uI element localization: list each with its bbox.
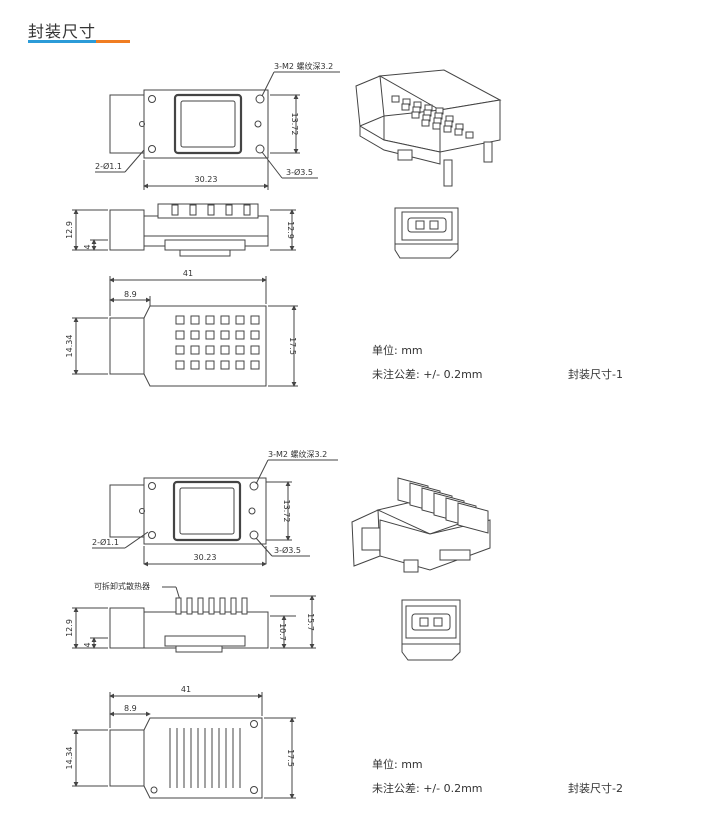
pkg2-height-label: 13.72 bbox=[282, 500, 291, 523]
bump bbox=[190, 315, 200, 325]
pkg2-hole-right-label: 3-Ø3.5 bbox=[274, 545, 301, 555]
pkg1-screw-holes bbox=[139, 94, 265, 154]
pkg1-hole-right-label: 3-Ø3.5 bbox=[286, 167, 313, 177]
pkg1-bottom-h-right-label: 17.5 bbox=[288, 337, 297, 355]
pkg2-hole-left-label: 2-Ø1.1 bbox=[92, 537, 119, 547]
title-underline-orange bbox=[96, 40, 130, 43]
pkg2-offset-label: 8.9 bbox=[124, 704, 137, 713]
fin bbox=[197, 597, 204, 615]
bump bbox=[205, 345, 215, 355]
bump bbox=[250, 315, 260, 325]
pkg1-m2-label: 3-M2 螺纹深3.2 bbox=[274, 61, 333, 71]
pkg2-width-label: 30.23 bbox=[194, 553, 217, 562]
pkg2-length-label: 41 bbox=[181, 685, 191, 694]
fin bbox=[208, 597, 215, 615]
pkg1-length-label: 41 bbox=[183, 269, 193, 278]
pkg1-side-h-small-label: 4 bbox=[83, 244, 92, 249]
bump bbox=[250, 360, 260, 370]
pkg1-unit-note: 单位: mm bbox=[372, 344, 423, 357]
pkg2-unit-note: 单位: mm bbox=[372, 758, 423, 771]
bump bbox=[235, 330, 245, 340]
pkg2-side-fins bbox=[175, 597, 248, 615]
fin bbox=[175, 597, 182, 615]
pkg2-iso-fins bbox=[397, 477, 489, 534]
pkg1-bottom-bumps bbox=[175, 315, 260, 370]
pkg2-bottom-view: 41 8.9 14.34 17.5 bbox=[65, 685, 296, 799]
pkg2-side-view: 可拆卸式散热器 12.9 4 10.7 15.7 bbox=[65, 581, 316, 653]
bump bbox=[235, 315, 245, 325]
bump bbox=[190, 360, 200, 370]
fin bbox=[230, 597, 237, 615]
iso-bump bbox=[411, 111, 420, 119]
bump bbox=[175, 360, 185, 370]
iso-bump bbox=[454, 128, 463, 136]
fin bbox=[241, 597, 248, 615]
pkg2-side-h-right-label: 15.7 bbox=[306, 613, 315, 631]
page-title: 封装尺寸 bbox=[28, 22, 97, 41]
bump bbox=[175, 330, 185, 340]
pkg1-caption: 封装尺寸-1 bbox=[568, 368, 623, 381]
bump bbox=[220, 360, 230, 370]
pkg1-iso-bumps bbox=[391, 95, 474, 139]
bump bbox=[175, 345, 185, 355]
pkg1-side-h-left-label: 12.9 bbox=[65, 221, 74, 239]
bump bbox=[250, 330, 260, 340]
iso-bump bbox=[421, 119, 430, 127]
pkg1-side-fins bbox=[171, 204, 251, 216]
bump bbox=[220, 330, 230, 340]
bump bbox=[220, 345, 230, 355]
bump bbox=[250, 345, 260, 355]
pkg2-top-view: 30.23 13.72 3-M2 螺纹深3.2 2-Ø1.1 3-Ø3.5 bbox=[92, 449, 338, 567]
pkg2-m2-label: 3-M2 螺纹深3.2 bbox=[268, 449, 327, 459]
bump bbox=[205, 360, 215, 370]
pkg2-caption: 封装尺寸-2 bbox=[568, 782, 623, 795]
pkg2-heatsink-label: 可拆卸式散热器 bbox=[94, 581, 150, 591]
pkg1-offset-label: 8.9 bbox=[124, 290, 137, 299]
pkg2-iso-view bbox=[351, 477, 491, 573]
pkg2-bottom-ribs bbox=[169, 728, 241, 788]
pkg1-tolerance-note: 未注公差: +/- 0.2mm bbox=[372, 368, 483, 381]
bump bbox=[235, 360, 245, 370]
bump bbox=[190, 345, 200, 355]
bump bbox=[175, 315, 185, 325]
pkg1-front-view bbox=[394, 207, 459, 259]
pkg2-bottom-h-left-label: 14.34 bbox=[65, 747, 74, 770]
pkg1-width-label: 30.23 bbox=[195, 175, 218, 184]
pkg1-hole-left-label: 2-Ø1.1 bbox=[95, 161, 122, 171]
pkg2-side-h-small-label: 4 bbox=[83, 642, 92, 647]
pkg1-iso-view bbox=[355, 69, 502, 187]
bump bbox=[205, 315, 215, 325]
pkg2-side-h-mid-label: 10.7 bbox=[278, 623, 287, 641]
pkg1-height-label: 13.72 bbox=[290, 113, 299, 136]
iso-bump bbox=[465, 131, 474, 139]
iso-bump bbox=[391, 95, 400, 103]
fin bbox=[186, 597, 193, 615]
pkg2-bottom-h-right-label: 17.5 bbox=[286, 749, 295, 767]
fin bbox=[219, 597, 226, 615]
pkg2-front-view bbox=[401, 599, 461, 661]
title-underline-blue bbox=[28, 40, 96, 43]
bump bbox=[190, 330, 200, 340]
pkg2-side-h-left-label: 12.9 bbox=[65, 619, 74, 637]
iso-bump bbox=[401, 103, 410, 111]
iso-bump bbox=[432, 122, 441, 130]
bump bbox=[235, 345, 245, 355]
pkg1-side-view: 12.9 4 12.9 bbox=[65, 203, 296, 257]
iso-fin bbox=[457, 502, 489, 534]
bump bbox=[205, 330, 215, 340]
pkg1-bottom-view: 41 8.9 14.34 17.5 bbox=[65, 269, 298, 387]
bump bbox=[220, 315, 230, 325]
pkg1-bottom-h-left-label: 14.34 bbox=[65, 335, 74, 358]
iso-bump bbox=[443, 125, 452, 133]
pkg1-side-h-right-label: 12.9 bbox=[286, 221, 295, 239]
pkg1-top-view: 30.23 13.72 3-M2 螺纹深3.2 2-Ø1.1 3-Ø3.5 bbox=[95, 61, 340, 190]
pkg2-tolerance-note: 未注公差: +/- 0.2mm bbox=[372, 782, 483, 795]
